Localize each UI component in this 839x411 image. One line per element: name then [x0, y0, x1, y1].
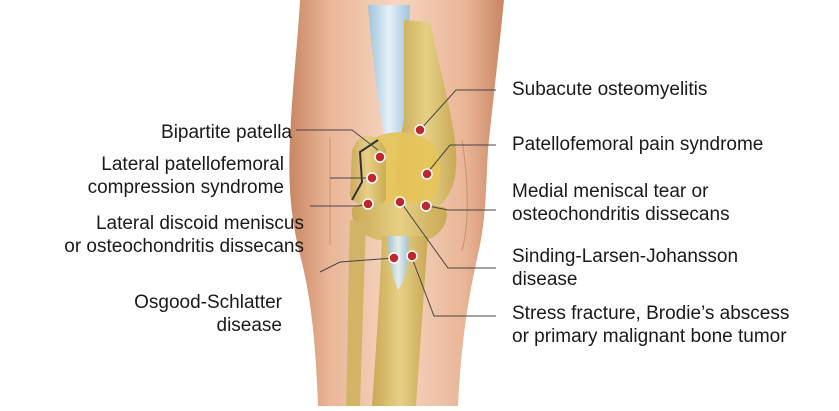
marker-meniscal — [420, 200, 432, 212]
label-subacute-osteomyelitis: Subacute osteomyelitis — [512, 78, 707, 101]
label-line: Lateral patellofemoral — [101, 154, 284, 175]
marker-pf-pain — [421, 168, 433, 180]
label-patellofemoral-pain: Patellofemoral pain syndrome — [512, 133, 763, 156]
tibia-plateau — [351, 202, 447, 240]
label-line: disease — [512, 269, 578, 290]
patella-outline — [351, 139, 379, 201]
marker-discoid — [362, 198, 374, 210]
label-line: Medial meniscal tear or — [512, 181, 709, 202]
label-medial-meniscal: Medial meniscal tear or osteochondritis … — [512, 180, 730, 226]
tibial-tubercle — [388, 236, 409, 290]
label-line: Stress fracture, Brodie’s abscess — [512, 303, 790, 324]
leader-slj — [401, 203, 496, 269]
label-line: Lateral discoid meniscus — [95, 213, 304, 234]
leader-bipartite — [296, 129, 379, 151]
label-lateral-patellofemoral: Lateral patellofemoral compression syndr… — [20, 153, 284, 199]
tibia-shaft — [372, 236, 428, 406]
lesion-markers — [362, 124, 433, 264]
marker-stress — [406, 250, 418, 262]
fibula — [346, 220, 366, 406]
leader-osgood — [319, 257, 395, 273]
leader-osteomyelitis — [419, 89, 496, 131]
label-bipartite-patella: Bipartite patella — [100, 121, 292, 144]
marker-slj — [394, 196, 406, 208]
leader-lines — [296, 89, 496, 317]
leader-stress — [411, 257, 496, 317]
label-line: osteochondritis dissecans — [512, 204, 730, 225]
marker-lateral-pf — [366, 172, 378, 184]
label-line: disease — [216, 315, 283, 336]
femur-shaft — [368, 5, 410, 150]
marker-osteomyelitis — [414, 124, 426, 136]
marker-osgood — [388, 252, 400, 264]
label-stress-fracture: Stress fracture, Brodie’s abscess or pri… — [512, 302, 789, 348]
leader-meniscal — [427, 205, 496, 211]
label-line: or osteochondritis dissecans — [64, 236, 304, 257]
label-line: Sinding-Larsen-Johansson — [512, 246, 739, 267]
label-line: Patellofemoral pain syndrome — [512, 134, 764, 155]
label-line: Bipartite patella — [161, 122, 292, 143]
label-line: compression syndrome — [87, 177, 284, 198]
label-line: Subacute osteomyelitis — [512, 79, 708, 100]
marker-bipartite — [374, 151, 386, 163]
label-line: or primary malignant bone tumor — [512, 326, 787, 347]
leader-pf-pain — [427, 144, 496, 173]
label-lateral-discoid: Lateral discoid meniscus or osteochondri… — [2, 212, 304, 258]
label-line: Osgood-Schlatter — [134, 292, 282, 313]
label-sinding-larsen: Sinding-Larsen-Johansson disease — [512, 245, 738, 291]
label-osgood-schlatter: Osgood-Schlatter disease — [60, 291, 282, 337]
knee-contour — [329, 138, 468, 251]
